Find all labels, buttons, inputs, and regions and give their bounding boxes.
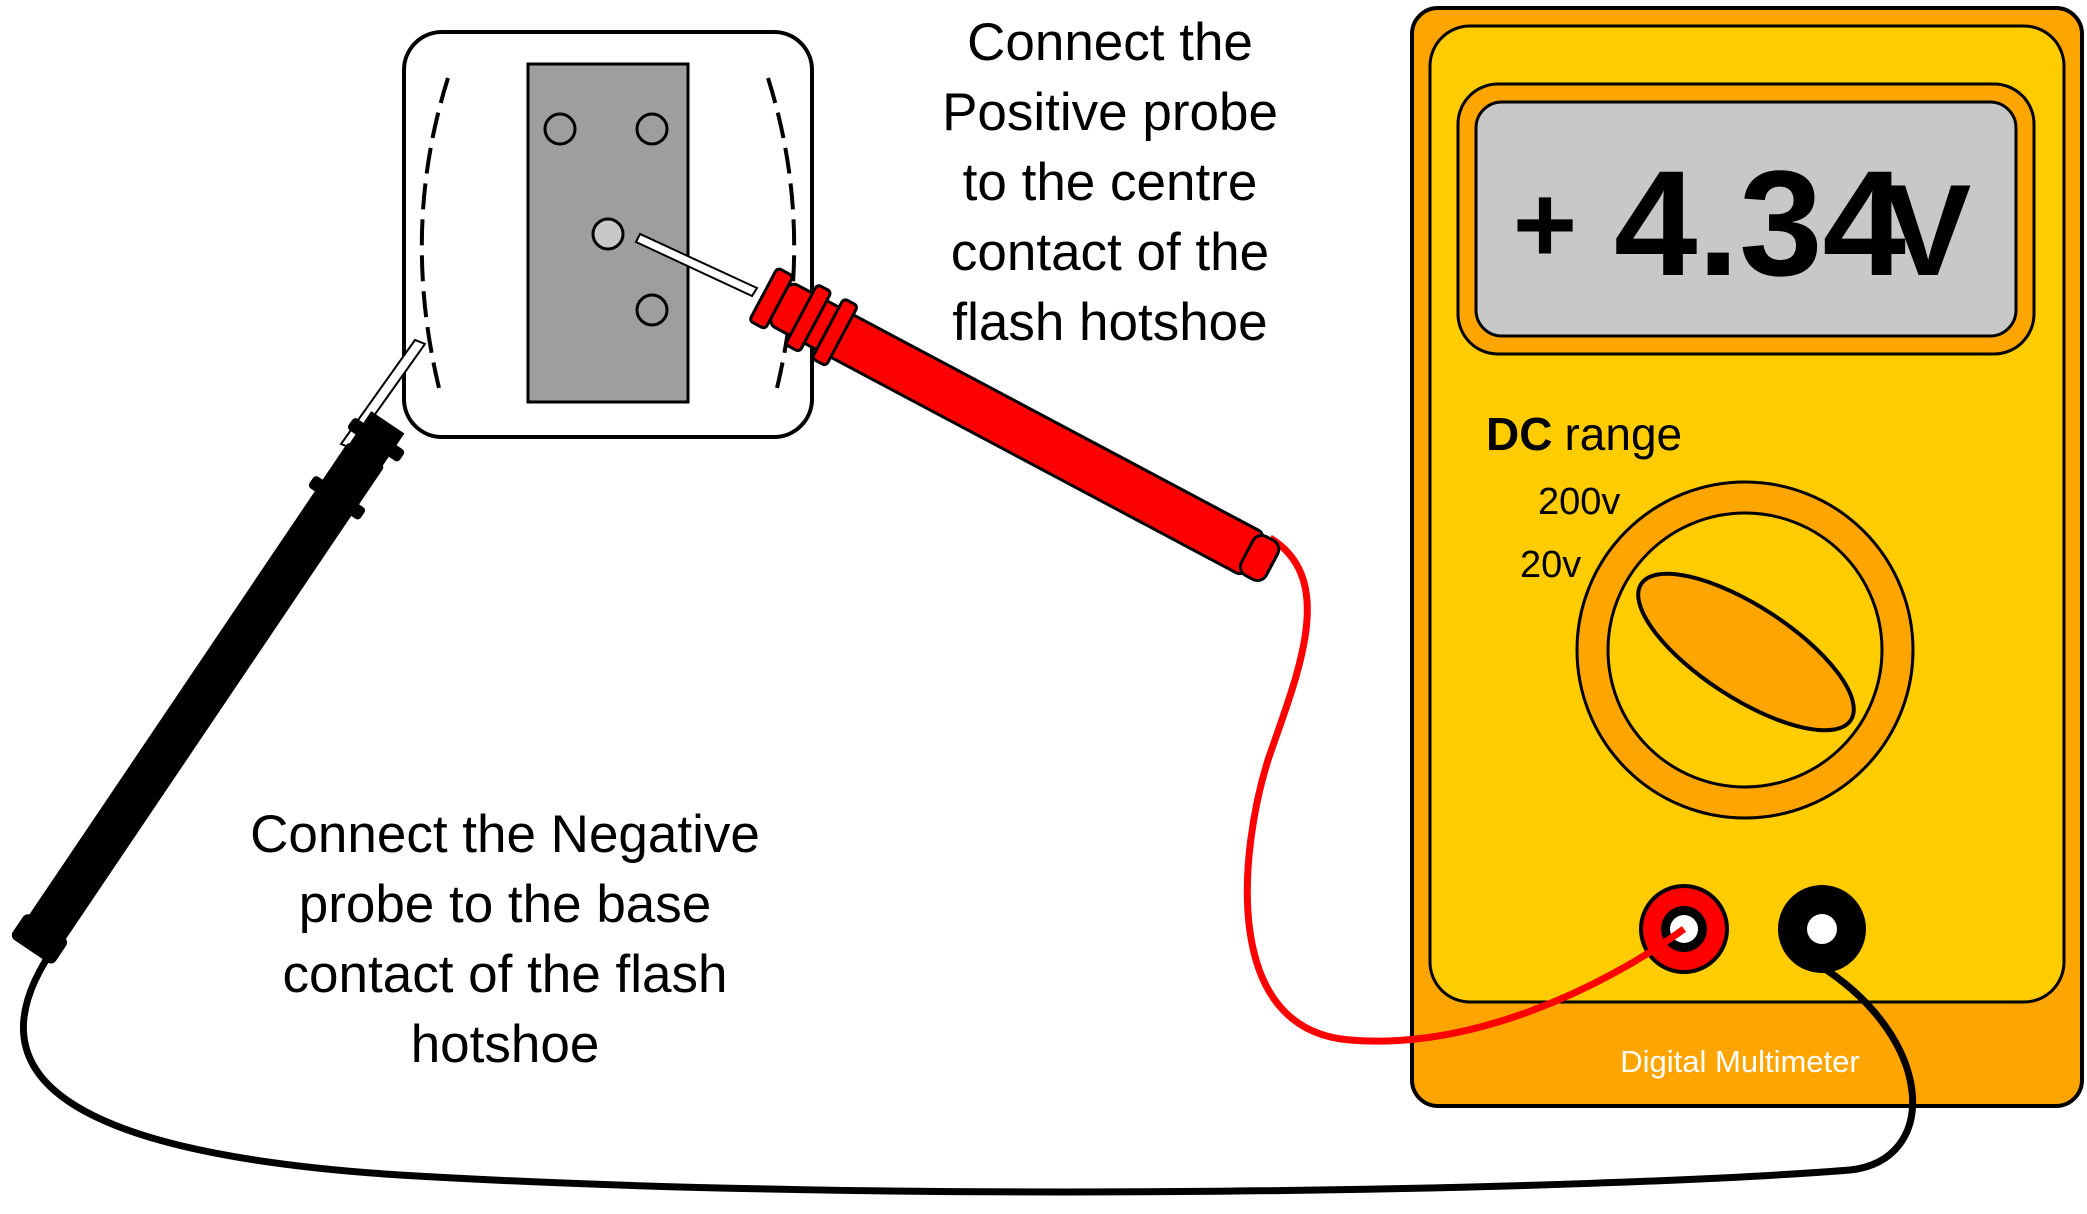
- hotshoe-centre-contact: [591, 217, 625, 251]
- hotshoe-rail-right: [766, 77, 797, 393]
- positive-probe-tip: [634, 232, 759, 298]
- dial-mark-20v: 20v: [1520, 544, 1581, 586]
- instruction-line: to the centre: [962, 153, 1258, 212]
- instruction-line: Connect the: [967, 13, 1253, 72]
- positive-probe-handle: [749, 267, 1281, 582]
- display-unit: V: [1885, 157, 1972, 303]
- lcd-display: [1474, 100, 2018, 338]
- range-mode: DC: [1486, 408, 1552, 460]
- instruction-line: Positive probe: [942, 83, 1278, 142]
- display-value: 4.34: [1614, 139, 1906, 307]
- instruction-line: Connect the Negative: [250, 805, 760, 864]
- positive-probe-instruction: Connect the Positive probe to the centre…: [880, 8, 1340, 358]
- meter-brand-text: Digital Multimeter: [1620, 1044, 1859, 1079]
- negative-probe[interactable]: [5, 338, 1917, 1196]
- dial-mark-200v: 200v: [1538, 481, 1620, 523]
- negative-probe-handle: [11, 411, 405, 964]
- hotshoe-pin: [543, 112, 577, 146]
- display-sign: +: [1513, 163, 1577, 286]
- positive-probe-lead: [1243, 535, 1687, 1045]
- hotshoe-rail-left: [419, 77, 450, 393]
- hotshoe-pin: [635, 293, 669, 327]
- range-word: range: [1564, 408, 1682, 460]
- instruction-line: flash hotshoe: [952, 293, 1268, 352]
- instruction-line: hotshoe: [410, 1015, 600, 1074]
- instruction-line: contact of the: [950, 223, 1270, 282]
- negative-probe-instruction: Connect the Negative probe to the base c…: [190, 800, 820, 1080]
- flash-hotshoe: [402, 30, 814, 439]
- range-selector-knob[interactable]: [1616, 545, 1876, 758]
- instruction-line: contact of the flash: [282, 945, 728, 1004]
- negative-probe-lead: [19, 939, 1917, 1196]
- negative-jack-hole: [1807, 914, 1837, 944]
- hotshoe-pin: [635, 112, 669, 146]
- positive-probe[interactable]: [634, 232, 1687, 1045]
- instruction-line: probe to the base: [298, 875, 712, 934]
